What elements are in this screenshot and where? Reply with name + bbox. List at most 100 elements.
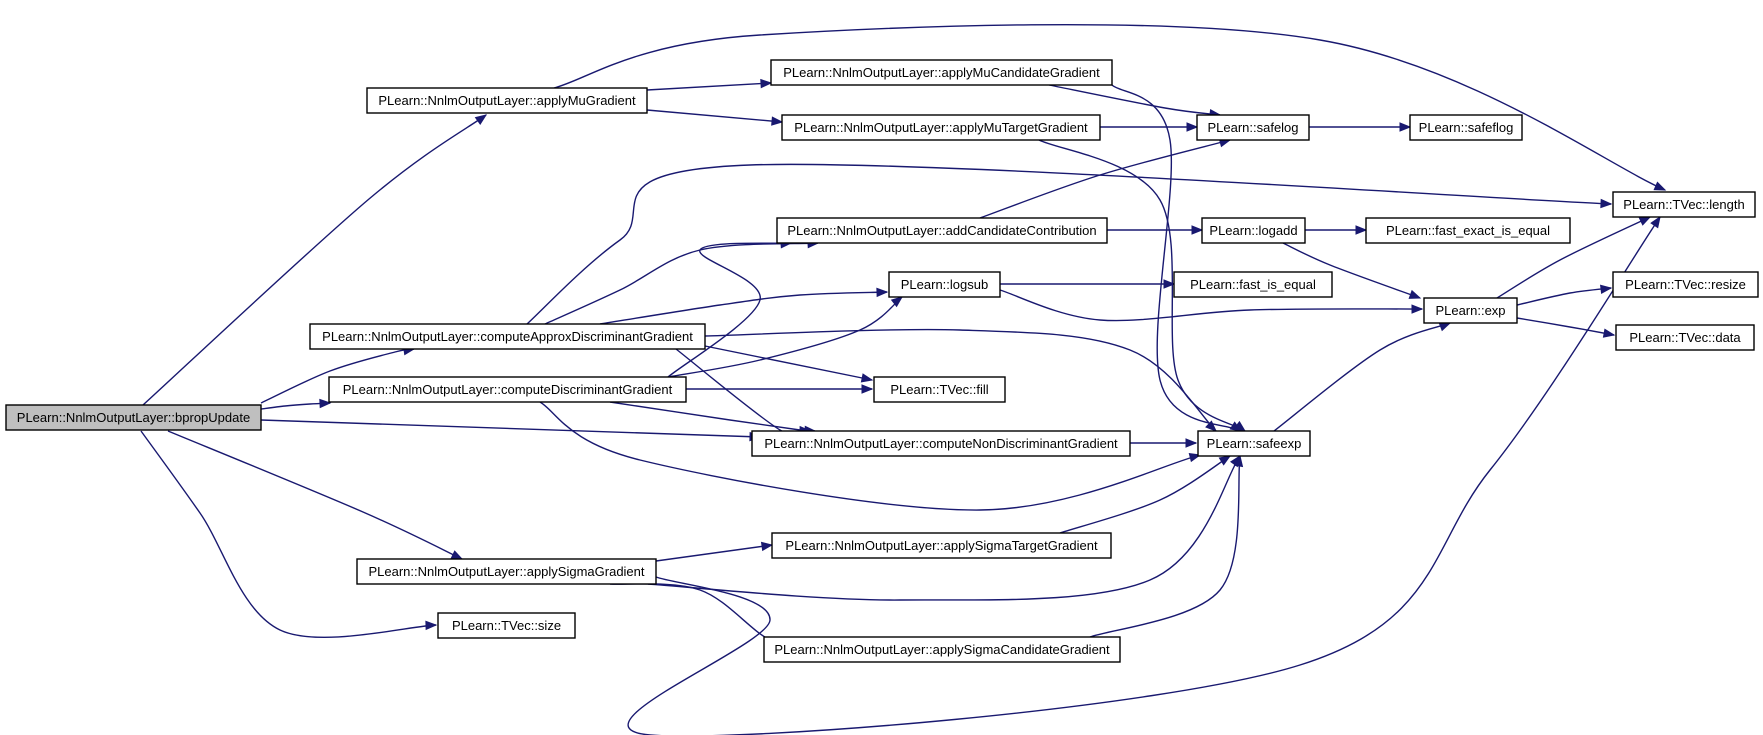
edge-logadd-to-exp xyxy=(1282,242,1422,299)
edge-bpropUpdate-to-tvecSize xyxy=(140,430,438,638)
edge-line xyxy=(704,328,1217,432)
node-safelog1[interactable]: PLearn::safelog xyxy=(1196,114,1310,141)
node-applySigmaGradient[interactable]: PLearn::NnlmOutputLayer::applySigmaGradi… xyxy=(356,558,657,585)
node-safeexp[interactable]: PLearn::safeexp xyxy=(1197,430,1311,457)
edge-line xyxy=(1516,317,1615,336)
node-bpropUpdate[interactable]: PLearn::NnlmOutputLayer::bpropUpdate xyxy=(5,404,262,431)
arrowhead xyxy=(890,296,904,308)
node-computeNonDiscr[interactable]: PLearn::NnlmOutputLayer::computeNonDiscr… xyxy=(751,430,1131,457)
node-applyMuCand[interactable]: PLearn::NnlmOutputLayer::applyMuCandidat… xyxy=(770,59,1113,86)
node-box[interactable] xyxy=(1423,297,1518,324)
arrowhead xyxy=(474,114,488,125)
node-box[interactable] xyxy=(781,114,1101,141)
edge-logsub-to-fastIsEqual xyxy=(1000,279,1176,289)
edge-line xyxy=(667,296,903,378)
node-applyMuTarget[interactable]: PLearn::NnlmOutputLayer::applyMuTargetGr… xyxy=(781,114,1101,141)
edge-computeApprox-to-tvecLength xyxy=(526,163,1613,325)
node-box[interactable] xyxy=(1612,191,1756,218)
arrowhead xyxy=(860,373,874,383)
edge-applySigmaCand-to-safeexp xyxy=(1089,454,1244,638)
edge-applySigmaGradient-to-applySigmaTarget xyxy=(655,541,774,562)
node-label: PLearn::exp xyxy=(1435,303,1505,318)
node-computeApprox[interactable]: PLearn::NnlmOutputLayer::computeApproxDi… xyxy=(309,323,706,350)
node-tvecResize[interactable]: PLearn::TVec::resize xyxy=(1612,271,1759,298)
edge-line xyxy=(1273,322,1451,432)
node-box[interactable] xyxy=(1612,271,1759,298)
node-box[interactable] xyxy=(1365,217,1571,244)
edge-applySigmaGradient-to-safeexp xyxy=(647,454,1241,601)
node-applySigmaCand[interactable]: PLearn::NnlmOutputLayer::applySigmaCandi… xyxy=(763,636,1121,663)
node-label: PLearn::NnlmOutputLayer::applySigmaTarge… xyxy=(785,538,1098,553)
node-tvecFill[interactable]: PLearn::TVec::fill xyxy=(873,376,1006,403)
node-exp[interactable]: PLearn::exp xyxy=(1423,297,1518,324)
node-fastExact[interactable]: PLearn::fast_exact_is_equal xyxy=(1365,217,1571,244)
edge-computeDiscr-to-logsub xyxy=(667,296,904,378)
node-label: PLearn::NnlmOutputLayer::computeDiscrimi… xyxy=(343,382,673,397)
edge-safeexp-to-exp xyxy=(1273,322,1452,432)
node-addCand[interactable]: PLearn::NnlmOutputLayer::addCandidateCon… xyxy=(776,217,1108,244)
node-box[interactable] xyxy=(771,532,1112,559)
node-tvecData[interactable]: PLearn::TVec::data xyxy=(1615,324,1755,351)
node-computeDiscr[interactable]: PLearn::NnlmOutputLayer::computeDiscrimi… xyxy=(328,376,687,403)
edge-computeDiscr-to-tvecFill xyxy=(686,384,874,394)
node-box[interactable] xyxy=(888,271,1001,298)
node-box[interactable] xyxy=(328,376,687,403)
node-box[interactable] xyxy=(763,636,1121,663)
arrowhead xyxy=(1233,420,1247,432)
node-label: PLearn::logsub xyxy=(901,277,988,292)
node-box[interactable] xyxy=(309,323,706,350)
edge-applyMuTarget-to-safeexp xyxy=(1038,139,1247,432)
edge-computeApprox-to-computeNonDiscr xyxy=(675,348,812,437)
node-applySigmaTarget[interactable]: PLearn::NnlmOutputLayer::applySigmaTarge… xyxy=(771,532,1112,559)
edge-line xyxy=(539,401,1201,511)
node-box[interactable] xyxy=(1615,324,1755,351)
arrowhead xyxy=(450,550,464,560)
node-box[interactable] xyxy=(751,430,1131,457)
edge-line xyxy=(1111,84,1242,432)
node-tvecLength[interactable]: PLearn::TVec::length xyxy=(1612,191,1756,218)
node-logadd[interactable]: PLearn::logadd xyxy=(1201,217,1306,244)
edge-line xyxy=(142,114,487,406)
node-box[interactable] xyxy=(5,404,262,431)
node-label: PLearn::TVec::data xyxy=(1629,330,1741,345)
node-tvecSize[interactable]: PLearn::TVec::size xyxy=(437,612,576,639)
edge-line xyxy=(1089,455,1241,638)
node-box[interactable] xyxy=(356,558,657,585)
edge-bpropUpdate-to-computeNonDiscr xyxy=(260,419,762,442)
node-safeflog[interactable]: PLearn::safeflog xyxy=(1409,114,1523,141)
arrowhead xyxy=(1411,304,1424,314)
node-box[interactable] xyxy=(1409,114,1523,141)
node-box[interactable] xyxy=(1197,430,1311,457)
node-box[interactable] xyxy=(770,59,1113,86)
node-fastIsEqual[interactable]: PLearn::fast_is_equal xyxy=(1173,271,1333,298)
edge-line xyxy=(553,23,1666,191)
arrowhead xyxy=(1638,216,1652,226)
node-label: PLearn::safelog xyxy=(1207,120,1298,135)
edge-applyMuGradient-to-applyMuTarget xyxy=(646,109,784,126)
node-box[interactable] xyxy=(873,376,1006,403)
arrowhead xyxy=(1185,438,1198,448)
edge-logsub-to-exp xyxy=(999,289,1424,322)
arrowhead xyxy=(1408,289,1422,299)
node-label: PLearn::NnlmOutputLayer::applySigmaCandi… xyxy=(774,642,1110,657)
edge-computeNonDiscr-to-safeexp xyxy=(1130,438,1198,448)
edge-addCand-to-safelog1 xyxy=(979,138,1232,219)
node-applyMuGradient[interactable]: PLearn::NnlmOutputLayer::applyMuGradient xyxy=(366,87,648,114)
node-box[interactable] xyxy=(1173,271,1333,298)
edge-line xyxy=(1496,216,1651,299)
arrowhead xyxy=(1218,455,1232,466)
node-box[interactable] xyxy=(1201,217,1306,244)
arrowhead xyxy=(1600,198,1613,209)
edge-applySigmaGradient-to-tvecLength xyxy=(627,215,1661,735)
node-box[interactable] xyxy=(1196,114,1310,141)
edge-line xyxy=(1516,287,1612,306)
arrowhead xyxy=(1205,420,1217,432)
node-box[interactable] xyxy=(437,612,576,639)
node-logsub[interactable]: PLearn::logsub xyxy=(888,271,1001,298)
node-box[interactable] xyxy=(776,217,1108,244)
edge-exp-to-tvecResize xyxy=(1516,284,1613,306)
node-label: PLearn::safeexp xyxy=(1207,436,1302,451)
node-box[interactable] xyxy=(366,87,648,114)
edge-line xyxy=(704,345,873,381)
edge-applyMuGradient-to-applyMuCand xyxy=(646,78,773,91)
